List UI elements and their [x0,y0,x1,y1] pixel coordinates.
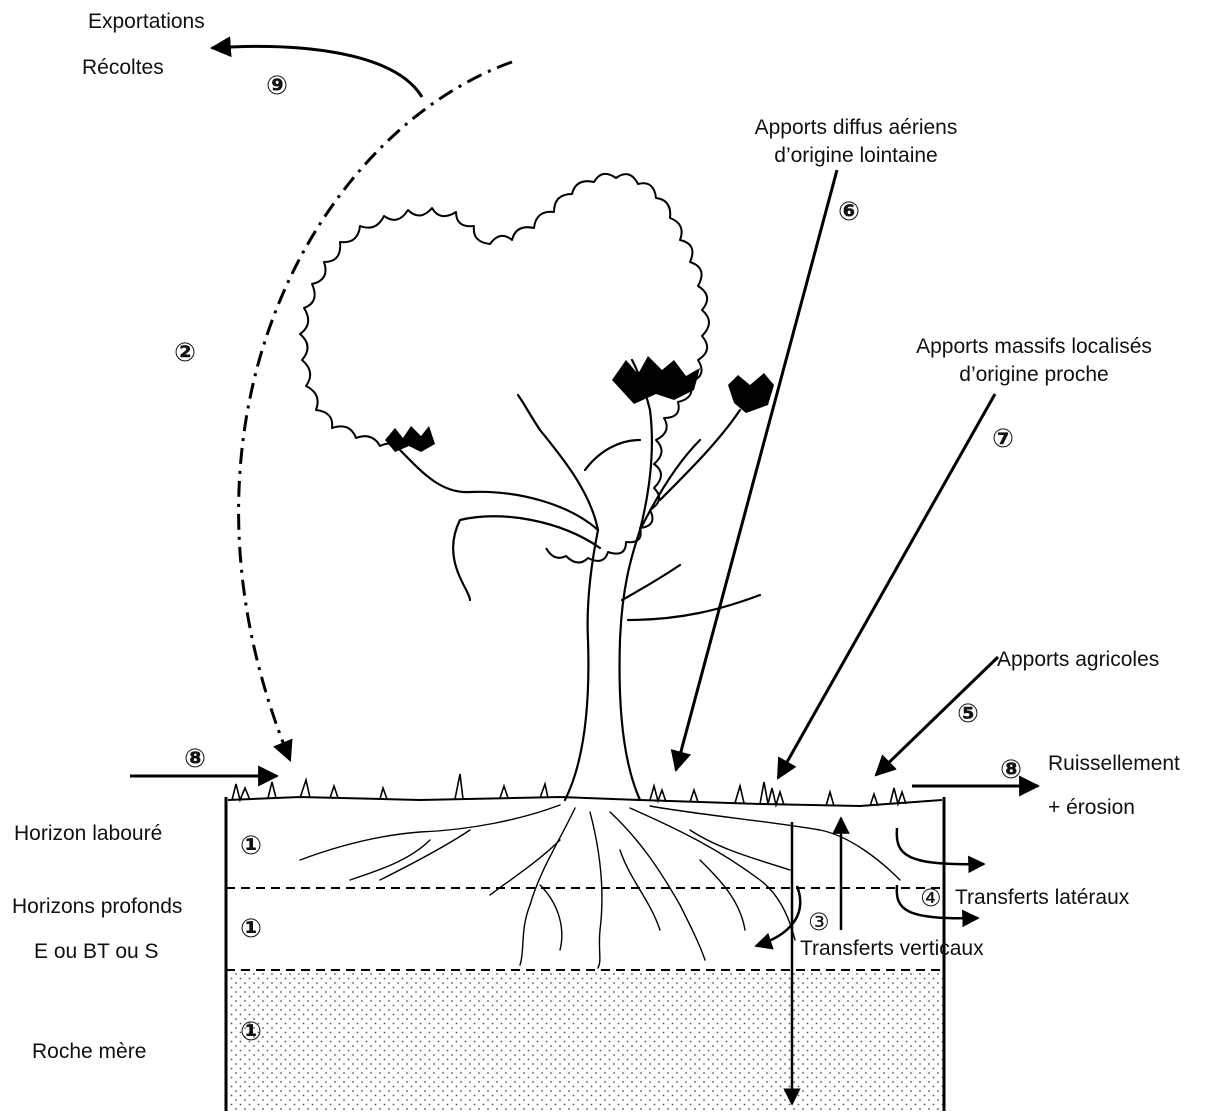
label-roche-mere: Roche mère [32,1040,146,1064]
label-transferts-verticaux: Transferts verticaux [800,937,984,961]
label-horizons-profonds: Horizons profonds [12,895,182,919]
arrow-apports-agricoles [876,657,998,775]
ground-surface [228,797,942,806]
label-exportations: Exportations [88,10,205,34]
marker-6: ⑥ [838,198,860,226]
label-apports-diffus: Apports diffus aériens d’origine lointai… [726,116,986,168]
crown-dark-clusters [385,356,774,452]
arrow-lateral-1 [897,828,984,864]
label-apports-massifs-line2: d’origine proche [888,363,1180,387]
marker-8-right: ⑧ [1000,756,1022,784]
marker-3: ③ [808,908,830,936]
arrow-litter-return [239,62,512,760]
bedrock-zone [228,970,944,1111]
marker-1-top: ① [240,832,262,860]
marker-1-middle: ① [240,915,262,943]
arrow-apports-diffus [676,170,837,770]
label-apports-massifs: Apports massifs localisés d’origine proc… [888,335,1180,387]
marker-1-bottom: ① [240,1018,262,1046]
label-apports-diffus-line1: Apports diffus aériens [726,116,986,140]
marker-5: ⑤ [957,700,979,728]
marker-7: ⑦ [992,425,1014,453]
label-apports-diffus-line2: d’origine lointaine [726,144,986,168]
label-apports-massifs-line1: Apports massifs localisés [888,335,1180,359]
label-transferts-lateraux: Transferts latéraux [955,886,1129,910]
label-apports-agricoles: Apports agricoles [997,648,1159,672]
label-horizon-laboure: Horizon labouré [14,822,162,846]
arrow-exportations [212,46,422,97]
label-horizons-profonds-types: E ou BT ou S [34,940,159,964]
marker-8-left: ⑧ [184,745,206,773]
marker-9: ⑨ [266,72,288,100]
label-erosion: + érosion [1048,796,1135,820]
tree-trunk [400,360,760,800]
label-recoltes: Récoltes [82,56,164,80]
marker-4: ④ [920,884,942,912]
marker-2: ② [174,339,196,367]
label-ruissellement: Ruissellement [1048,752,1180,776]
